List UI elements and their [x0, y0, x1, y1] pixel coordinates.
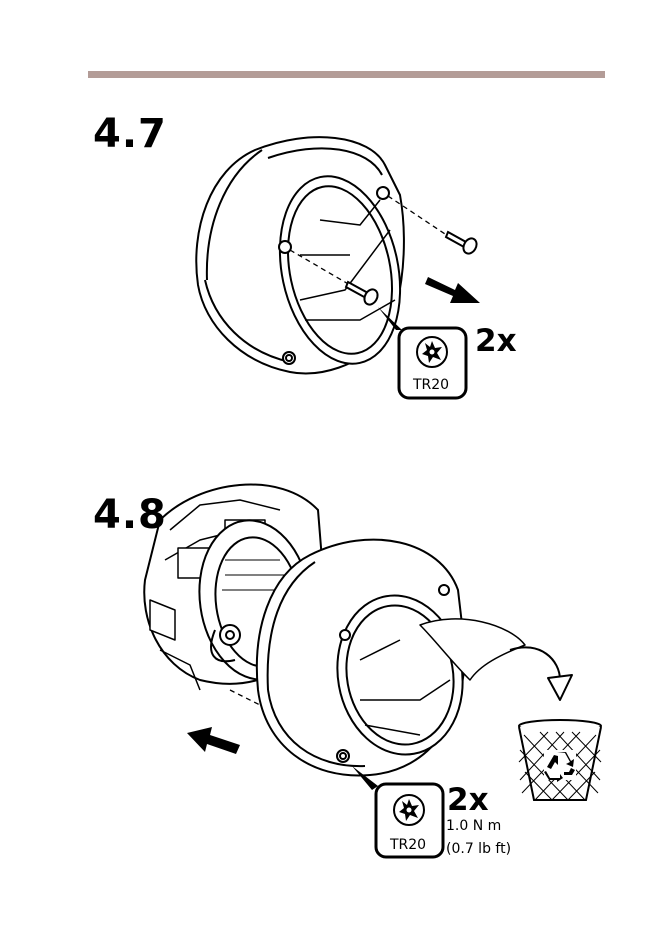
recycle-icon [544, 750, 576, 782]
screw-count: 2x [447, 785, 489, 816]
torque-value-nm: 1.0 N m [446, 819, 501, 833]
screw-icon [446, 232, 479, 256]
torque-value-lbft: (0.7 lb ft) [446, 842, 511, 856]
arrow-icon [425, 277, 480, 303]
arrow-icon [510, 647, 560, 680]
screw-count: 2x [475, 326, 517, 357]
tool-label-tr20: TR20 [378, 838, 438, 852]
arrow-icon [187, 727, 240, 754]
tool-label-tr20: TR20 [401, 378, 461, 392]
torx-tr20-icon [417, 337, 447, 367]
dome-cover-icon [257, 540, 525, 776]
dome-cover-icon [196, 137, 416, 375]
step-number-4-8: 4.8 [93, 495, 167, 535]
torx-tr20-icon [394, 795, 424, 825]
recycle-bin-icon [519, 720, 601, 800]
